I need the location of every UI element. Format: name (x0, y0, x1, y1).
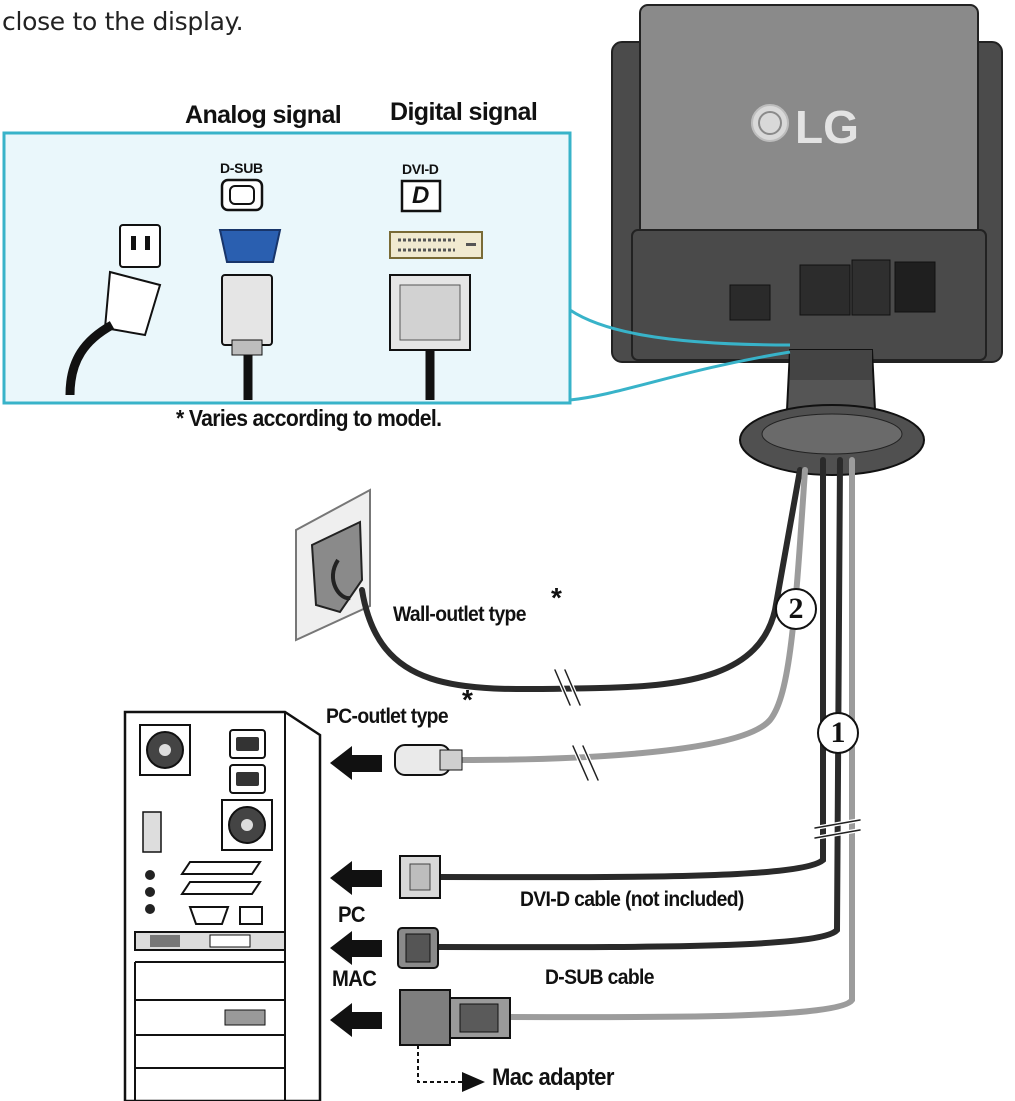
pc-power-plug-icon (394, 744, 463, 776)
dsub-cable-label: D-SUB cable (545, 966, 655, 989)
mac-adapter-icon (399, 989, 511, 1046)
step-1-badge: 1 (817, 712, 859, 754)
dvid-cable-label: DVI-D cable (not included) (520, 888, 744, 911)
dsub-cable-plug-icon (397, 927, 439, 969)
power-socket-icon (119, 224, 161, 268)
pc-label: PC (338, 902, 365, 927)
wall-outlet-label: Wall-outlet type (393, 603, 526, 626)
wall-plug-icon (310, 520, 364, 614)
dvid-symbol-icon (400, 179, 442, 213)
lg-brand: LG (795, 101, 859, 153)
monitor-back (611, 4, 1003, 476)
insert-arrows (330, 746, 382, 1037)
dsub-port-icon (218, 229, 282, 263)
arrow-left-icon (330, 931, 382, 965)
analog-signal-heading: Analog signal (185, 101, 342, 129)
mac-label: MAC (332, 966, 377, 991)
wall-outlet (295, 488, 371, 642)
wall-outlet-asterisk: * (551, 582, 562, 613)
digital-signal-heading: Digital signal (390, 98, 538, 126)
dvid-symbol-letter: D (412, 182, 430, 209)
connector-inset (2, 131, 791, 405)
cables (359, 457, 862, 1021)
parallel-port-icon (142, 811, 162, 853)
power-plug-icon (103, 270, 162, 337)
dsub-plug-icon (221, 274, 273, 346)
pc-outlet-asterisk: * (462, 684, 473, 715)
mac-adapter-pointer (417, 1045, 465, 1083)
intro-text: close to the display. (2, 7, 244, 36)
dsub-symbol-icon (220, 178, 264, 212)
arrow-left-icon (330, 746, 382, 780)
pc-outlet-label: PC-outlet type (326, 705, 449, 728)
pc-back-panel (123, 710, 322, 1101)
lg-logo-icon (751, 104, 789, 142)
mac-adapter-label: Mac adapter (492, 1064, 614, 1091)
dvid-cable-plug-icon (399, 855, 441, 899)
dvid-port-label: DVI-D (402, 161, 439, 177)
step-2-badge: 2 (775, 588, 817, 630)
arrow-left-icon (330, 861, 382, 895)
model-footnote: * Varies according to model. (176, 405, 442, 431)
arrow-left-icon (330, 1003, 382, 1037)
dsub-port-label: D-SUB (220, 160, 263, 176)
